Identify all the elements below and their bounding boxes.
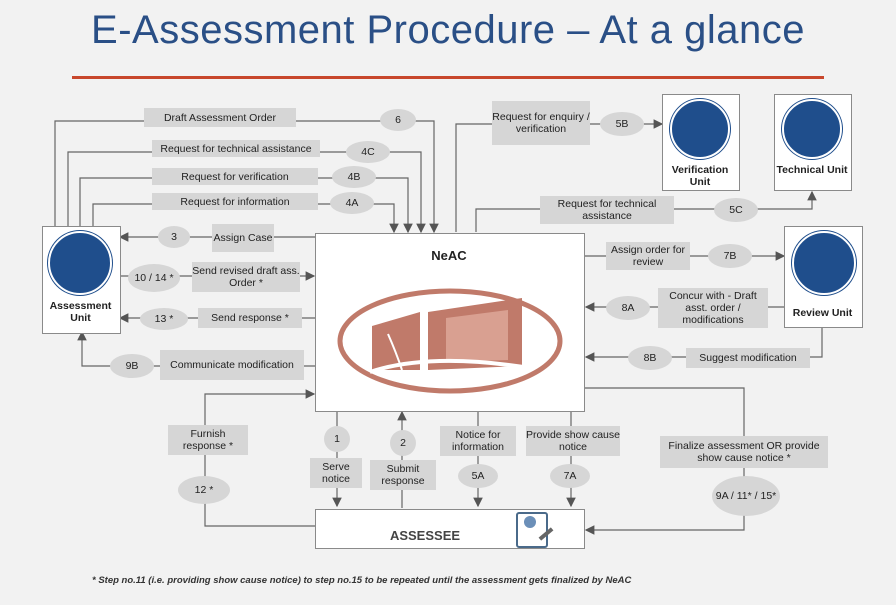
label-submit-response: Submit response — [370, 460, 436, 490]
footnote: * Step no.11 (i.e. providing show cause … — [92, 575, 632, 586]
step-2: 2 — [390, 430, 416, 456]
neac-label: NeAC — [431, 248, 467, 263]
step-9a-11-15: 9A / 11* / 15* — [712, 476, 780, 516]
technical-unit-label: Technical Unit — [776, 164, 848, 176]
assessment-unit-label: Assessment Unit — [49, 300, 112, 324]
step-7b: 7B — [708, 244, 752, 268]
label-finalize: Finalize assessment OR provide show caus… — [660, 436, 828, 468]
step-10-14: 10 / 14 * — [128, 264, 180, 292]
label-request-verification: Request for verification — [152, 168, 318, 185]
page-title: E-Assessment Procedure – At a glance — [91, 8, 805, 52]
label-suggest-modification: Suggest modification — [686, 348, 810, 368]
label-assign-review: Assign order for review — [606, 242, 690, 270]
step-5c: 5C — [714, 198, 758, 222]
connector-5b — [455, 119, 664, 232]
step-4b: 4B — [332, 166, 376, 188]
connector-12 — [204, 389, 316, 527]
step-4a: 4A — [330, 192, 374, 214]
step-12: 12 * — [178, 476, 230, 504]
step-3: 3 — [158, 226, 190, 248]
label-furnish-response: Furnish response * — [168, 425, 248, 455]
label-notice-information: Notice for information — [440, 426, 516, 456]
step-9b: 9B — [110, 354, 154, 378]
technical-unit-building-icon — [782, 99, 842, 159]
step-6: 6 — [380, 109, 416, 131]
certificate-seal-icon — [524, 516, 536, 528]
step-1: 1 — [324, 426, 350, 452]
review-unit-building-icon — [792, 231, 856, 295]
step-8b: 8B — [628, 346, 672, 370]
label-request-technical: Request for technical assistance — [152, 140, 320, 157]
step-5b: 5B — [600, 112, 644, 136]
review-unit-label: Review Unit — [792, 307, 853, 319]
step-13: 13 * — [140, 308, 188, 330]
label-request-information: Request for information — [152, 193, 318, 210]
label-serve-notice: Serve notice — [310, 458, 362, 488]
step-8a: 8A — [606, 296, 650, 320]
label-show-cause: Provide show cause notice — [526, 426, 620, 456]
connector-4c — [67, 151, 426, 234]
label-draft-order: Draft Assessment Order — [144, 108, 296, 127]
label-send-revised: Send revised draft ass. Order * — [192, 262, 300, 292]
verification-unit-building-icon — [670, 99, 730, 159]
title-underline — [72, 76, 824, 79]
label-send-response: Send response * — [198, 308, 302, 328]
label-request-enquiry: Request for enquiry / verification — [492, 101, 590, 145]
label-assign-case: Assign Case — [212, 224, 274, 252]
assessment-unit-building-icon — [48, 231, 112, 295]
step-5a: 5A — [458, 464, 498, 488]
label-communicate-modification: Communicate modification — [160, 350, 304, 380]
label-concur: Concur with - Draft asst. order / modifi… — [658, 288, 768, 328]
step-4c: 4C — [346, 141, 390, 163]
label-request-technical-2: Request for technical assistance — [540, 196, 674, 224]
verification-unit-label: Verification Unit — [671, 164, 729, 188]
step-7a: 7A — [550, 464, 590, 488]
assessee-label: ASSESSEE — [389, 528, 461, 543]
